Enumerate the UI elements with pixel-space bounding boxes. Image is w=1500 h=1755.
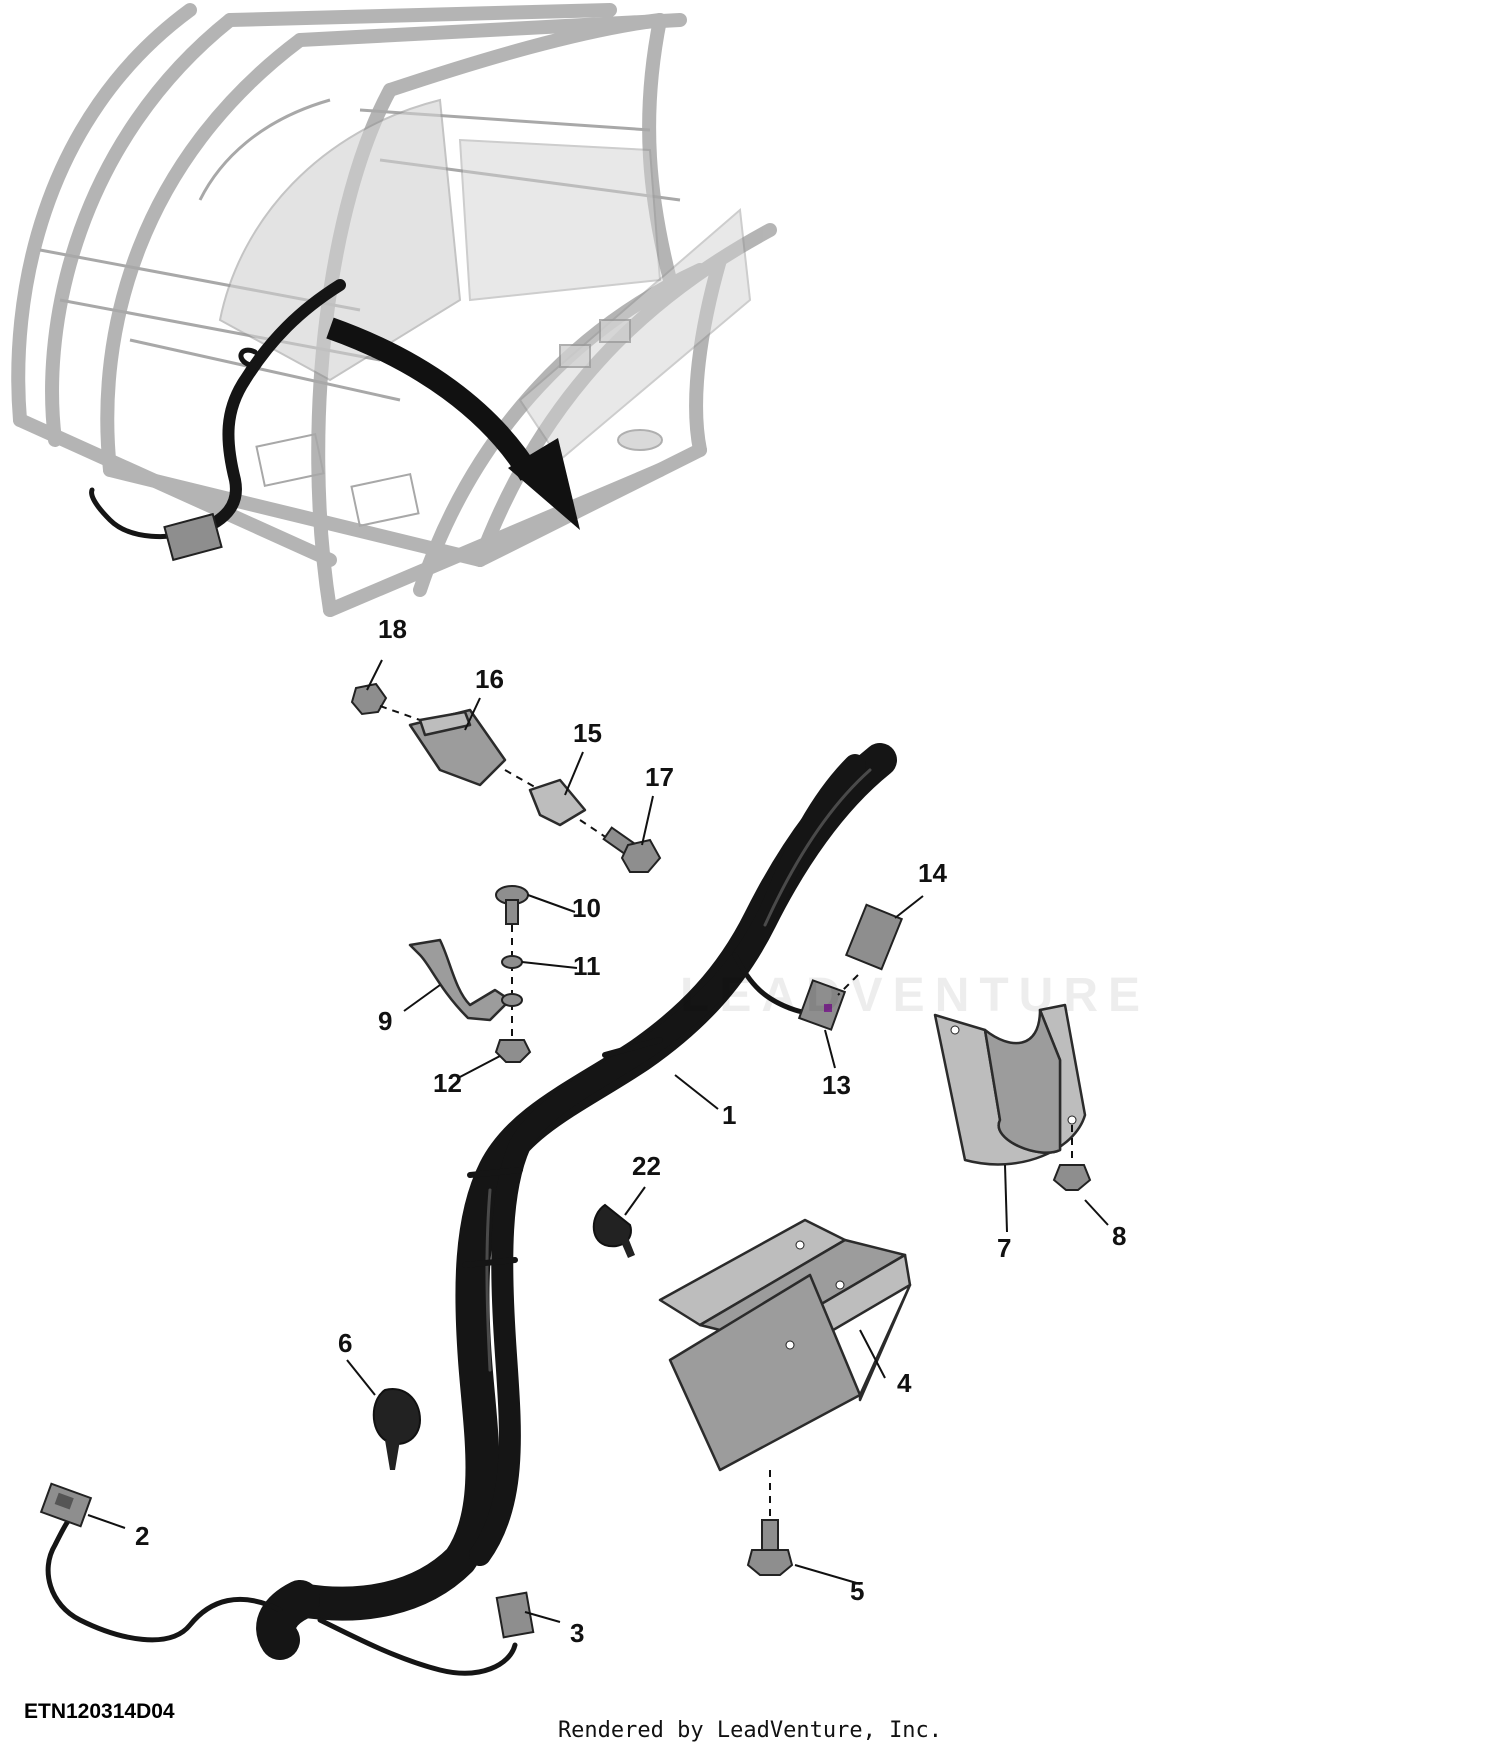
callout-2: 2 [135, 1521, 149, 1551]
callout-13: 13 [822, 1070, 851, 1100]
spacer-15 [528, 778, 611, 841]
nut-12 [494, 1039, 532, 1063]
bolt-5 [746, 1470, 794, 1576]
connector-13 [797, 979, 847, 1031]
callout-22: 22 [632, 1151, 661, 1181]
bolt-17 [602, 826, 662, 873]
connector-3 [495, 1591, 535, 1639]
callout-1: 1 [722, 1100, 736, 1130]
clip-6 [372, 1388, 422, 1470]
leader-lines [87, 659, 1109, 1623]
callout-4: 4 [897, 1368, 912, 1398]
cab-frame [11, 3, 777, 617]
clip-22 [592, 1203, 635, 1258]
shield-7 [933, 1003, 1087, 1166]
connector-14 [837, 903, 904, 996]
figure-id: ETN120314D04 [24, 1700, 175, 1723]
callout-9: 9 [378, 1006, 392, 1036]
clamp-16 [408, 708, 541, 791]
callout-8: 8 [1112, 1221, 1126, 1251]
callout-12: 12 [433, 1068, 462, 1098]
harness-in-cab [89, 279, 346, 562]
bracket-9 [408, 938, 512, 1022]
render-credit: Rendered by LeadVenture, Inc. [557, 1718, 943, 1743]
main-harness [45, 743, 897, 1676]
nut-8 [1052, 1125, 1092, 1191]
callout-11: 11 [573, 951, 601, 981]
callout-10: 10 [572, 893, 601, 923]
view-arrow [326, 317, 580, 530]
callout-14: 14 [918, 858, 947, 888]
callout-6: 6 [338, 1328, 352, 1358]
callout-5: 5 [850, 1576, 864, 1606]
callout-7: 7 [997, 1233, 1011, 1263]
callout-labels: 18 16 15 17 10 11 9 12 14 13 1 22 7 8 4 … [135, 614, 1126, 1648]
callout-3: 3 [570, 1618, 584, 1648]
bracket-4 [658, 1218, 912, 1472]
bolt-10 [495, 885, 529, 1040]
nut-18 [350, 682, 421, 721]
callout-15: 15 [573, 718, 602, 748]
washer-11 [501, 955, 523, 1007]
callout-18: 18 [378, 614, 407, 644]
callout-16: 16 [475, 664, 504, 694]
callout-17: 17 [645, 762, 674, 792]
watermark-text: LEADVENTURE [680, 969, 1151, 1022]
connector-2 [39, 1482, 93, 1528]
